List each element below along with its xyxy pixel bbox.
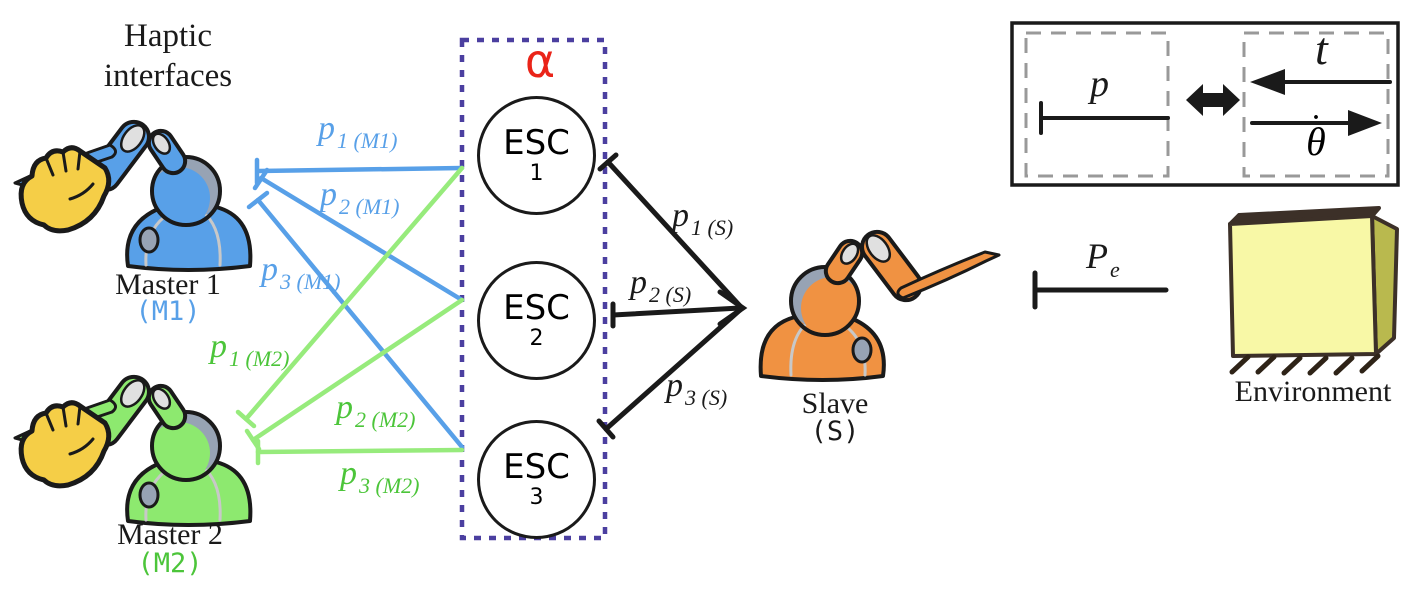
master2-robot-illustration: [13, 371, 250, 525]
link-p3-m1: [255, 197, 465, 450]
environment-block-illustration: [1228, 206, 1399, 376]
ground-hatching: [1229, 353, 1381, 376]
link-p3-m2: [255, 447, 465, 455]
label-pe: Pe: [1086, 236, 1120, 282]
master2-link-lines: [235, 165, 465, 466]
legend-p-label: p: [1090, 63, 1109, 105]
master2-code-label: (M2): [137, 548, 203, 579]
slave-arrowhead-icon: [717, 289, 748, 327]
label-p2-m1: p2 (M1): [320, 176, 400, 219]
link-p2-m1: [258, 175, 465, 303]
alpha-label: α: [524, 34, 556, 88]
slave-link-lines: [596, 152, 748, 440]
esc-node-3: ESC 3: [477, 420, 596, 539]
label-p3-m2: p3 (M2): [340, 455, 420, 498]
master1-robot-illustration: [13, 116, 250, 270]
link-p2-m2: [250, 297, 465, 443]
esc-node-1: ESC 1: [477, 96, 596, 215]
legend-left-dashed-box: [1024, 31, 1170, 178]
legend-torque-label: t: [1315, 23, 1328, 74]
environment-label: Environment: [1234, 375, 1392, 408]
environment-front-face: [1228, 214, 1378, 358]
link-p1-s-tbar: [597, 152, 619, 172]
esc-node-2: ESC 2: [477, 261, 596, 380]
legend-right-arrowhead-icon: [1348, 110, 1382, 136]
environment-link: [1032, 270, 1169, 310]
operator-hand-icon: [21, 148, 109, 231]
slave-code-label: (S): [810, 416, 860, 447]
label-p3-m1: p3 (M1): [261, 251, 341, 294]
slave-label: Slave: [801, 387, 869, 420]
alpha-dashed-box: [459, 37, 608, 541]
label-p2-s: p2 (S): [630, 264, 692, 307]
legend-velocity-label: ·θ: [1306, 105, 1326, 164]
slave-stylus: [896, 250, 1001, 300]
label-p1-s: p1 (S): [672, 197, 734, 240]
link-p3-m1-tbar: [246, 190, 270, 210]
legend-left-arrowhead-icon: [1250, 69, 1285, 95]
link-p1-m2: [243, 165, 465, 422]
label-p2-m2: p2 (M2): [336, 389, 416, 432]
slave-robot-illustration: [761, 226, 1001, 380]
legend-box: [1010, 21, 1400, 187]
legend-outer-frame: [1010, 21, 1400, 187]
link-p3-s-tbar: [596, 418, 616, 440]
equivalence-double-arrow-icon: [1186, 84, 1240, 116]
link-p2-s: [610, 305, 743, 318]
legend-right-dashed-box: [1242, 31, 1390, 178]
link-p1-s: [605, 159, 743, 309]
link-p1-m2-tbar: [235, 409, 257, 429]
link-p1-m1: [256, 165, 465, 174]
master1-label: Master 1: [115, 268, 221, 301]
link-p2-m1-tbar: [252, 167, 270, 191]
master2-label: Master 2: [117, 518, 223, 551]
link-p3-s: [603, 307, 743, 432]
haptic-interfaces-title: Haptic interfaces: [103, 18, 233, 95]
label-p1-m2: p1 (M2): [210, 328, 290, 371]
master1-code-label: (M1): [135, 296, 201, 327]
operator-hand-icon: [21, 403, 109, 486]
label-p3-s: p3 (S): [666, 367, 728, 410]
master1-link-lines: [246, 157, 465, 450]
label-p1-m1: p1 (M1): [318, 110, 398, 153]
